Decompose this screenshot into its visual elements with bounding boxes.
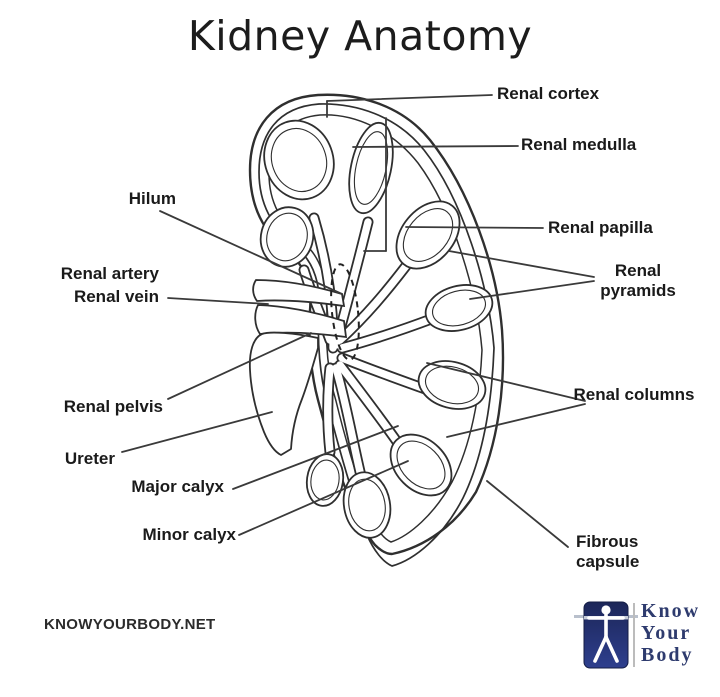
leader-hilum	[159, 210, 343, 295]
label-hilum: Hilum	[128, 189, 176, 208]
label-renal-medulla: Renal medulla	[521, 135, 637, 154]
calyx-tube-fill	[338, 314, 438, 352]
brand-line-2: Your	[641, 622, 692, 644]
leader-renal-pelvis	[167, 332, 312, 400]
leader-renal-vein	[167, 297, 269, 305]
brand-line-3: Body	[641, 644, 694, 666]
pyramid-shape	[259, 206, 315, 268]
website-watermark: KNOWYOURBODY.NET	[44, 616, 216, 633]
logo-divider	[633, 603, 635, 667]
leader-fibrous-capsule	[486, 480, 569, 548]
label-renal-cortex: Renal cortex	[497, 84, 600, 103]
pyramid-shape	[263, 119, 335, 201]
leader-renal-medulla	[352, 145, 519, 148]
leader-major-calyx	[232, 425, 399, 490]
brand-line-1: Know	[641, 600, 701, 622]
label-ureter: Ureter	[64, 449, 115, 468]
calyx-tube-fill	[324, 364, 334, 456]
pyramid-shape	[395, 200, 461, 270]
leader-ureter	[121, 411, 273, 453]
human-figure-icon	[583, 601, 629, 669]
hilum-dashed-outline	[330, 263, 360, 361]
label-minor-calyx: Minor calyx	[142, 525, 236, 544]
renal-artery-shape	[252, 279, 346, 308]
brand-name: Know Your Body	[641, 600, 700, 666]
pyramid-shape	[417, 360, 487, 410]
label-renal-pyramids: Renal pyramids	[600, 261, 676, 300]
renal-pelvis-shape	[248, 331, 319, 456]
pyramid-shape	[348, 121, 394, 215]
pyramid-shape	[424, 284, 494, 332]
label-renal-papilla: Renal papilla	[548, 218, 653, 237]
leader-renal-papilla	[405, 226, 544, 229]
label-renal-artery: Renal artery	[60, 264, 159, 283]
leader-renal-columns-upper	[426, 362, 586, 402]
brand-logo	[583, 601, 629, 674]
leader-renal-columns-lower	[446, 403, 586, 438]
pyramid-shape	[342, 471, 392, 539]
renal-vein-shape	[254, 304, 348, 339]
label-fibrous-capsule: Fibrous capsule	[576, 532, 640, 571]
calyx-tube-fill	[332, 364, 365, 480]
calyx-tube-fill	[336, 262, 410, 344]
leader-renal-cortex	[326, 94, 493, 102]
label-renal-vein: Renal vein	[73, 287, 159, 306]
label-major-calyx: Major calyx	[131, 477, 224, 496]
calyx-tube-fill	[336, 361, 404, 450]
label-renal-columns: Renal columns	[573, 385, 695, 404]
leader-minor-calyx	[238, 460, 409, 536]
renal-vessels-group	[252, 279, 348, 339]
leader-renal-pyramids-lower	[469, 280, 595, 300]
human-figure-lines	[587, 613, 625, 663]
leader-renal-pyramids-upper	[448, 250, 595, 278]
pyramid-shape	[389, 433, 453, 497]
page-title: Kidney Anatomy	[187, 12, 533, 60]
figure-head	[601, 605, 611, 615]
leader-lines-group	[121, 94, 595, 548]
label-renal-pelvis: Renal pelvis	[63, 397, 163, 416]
